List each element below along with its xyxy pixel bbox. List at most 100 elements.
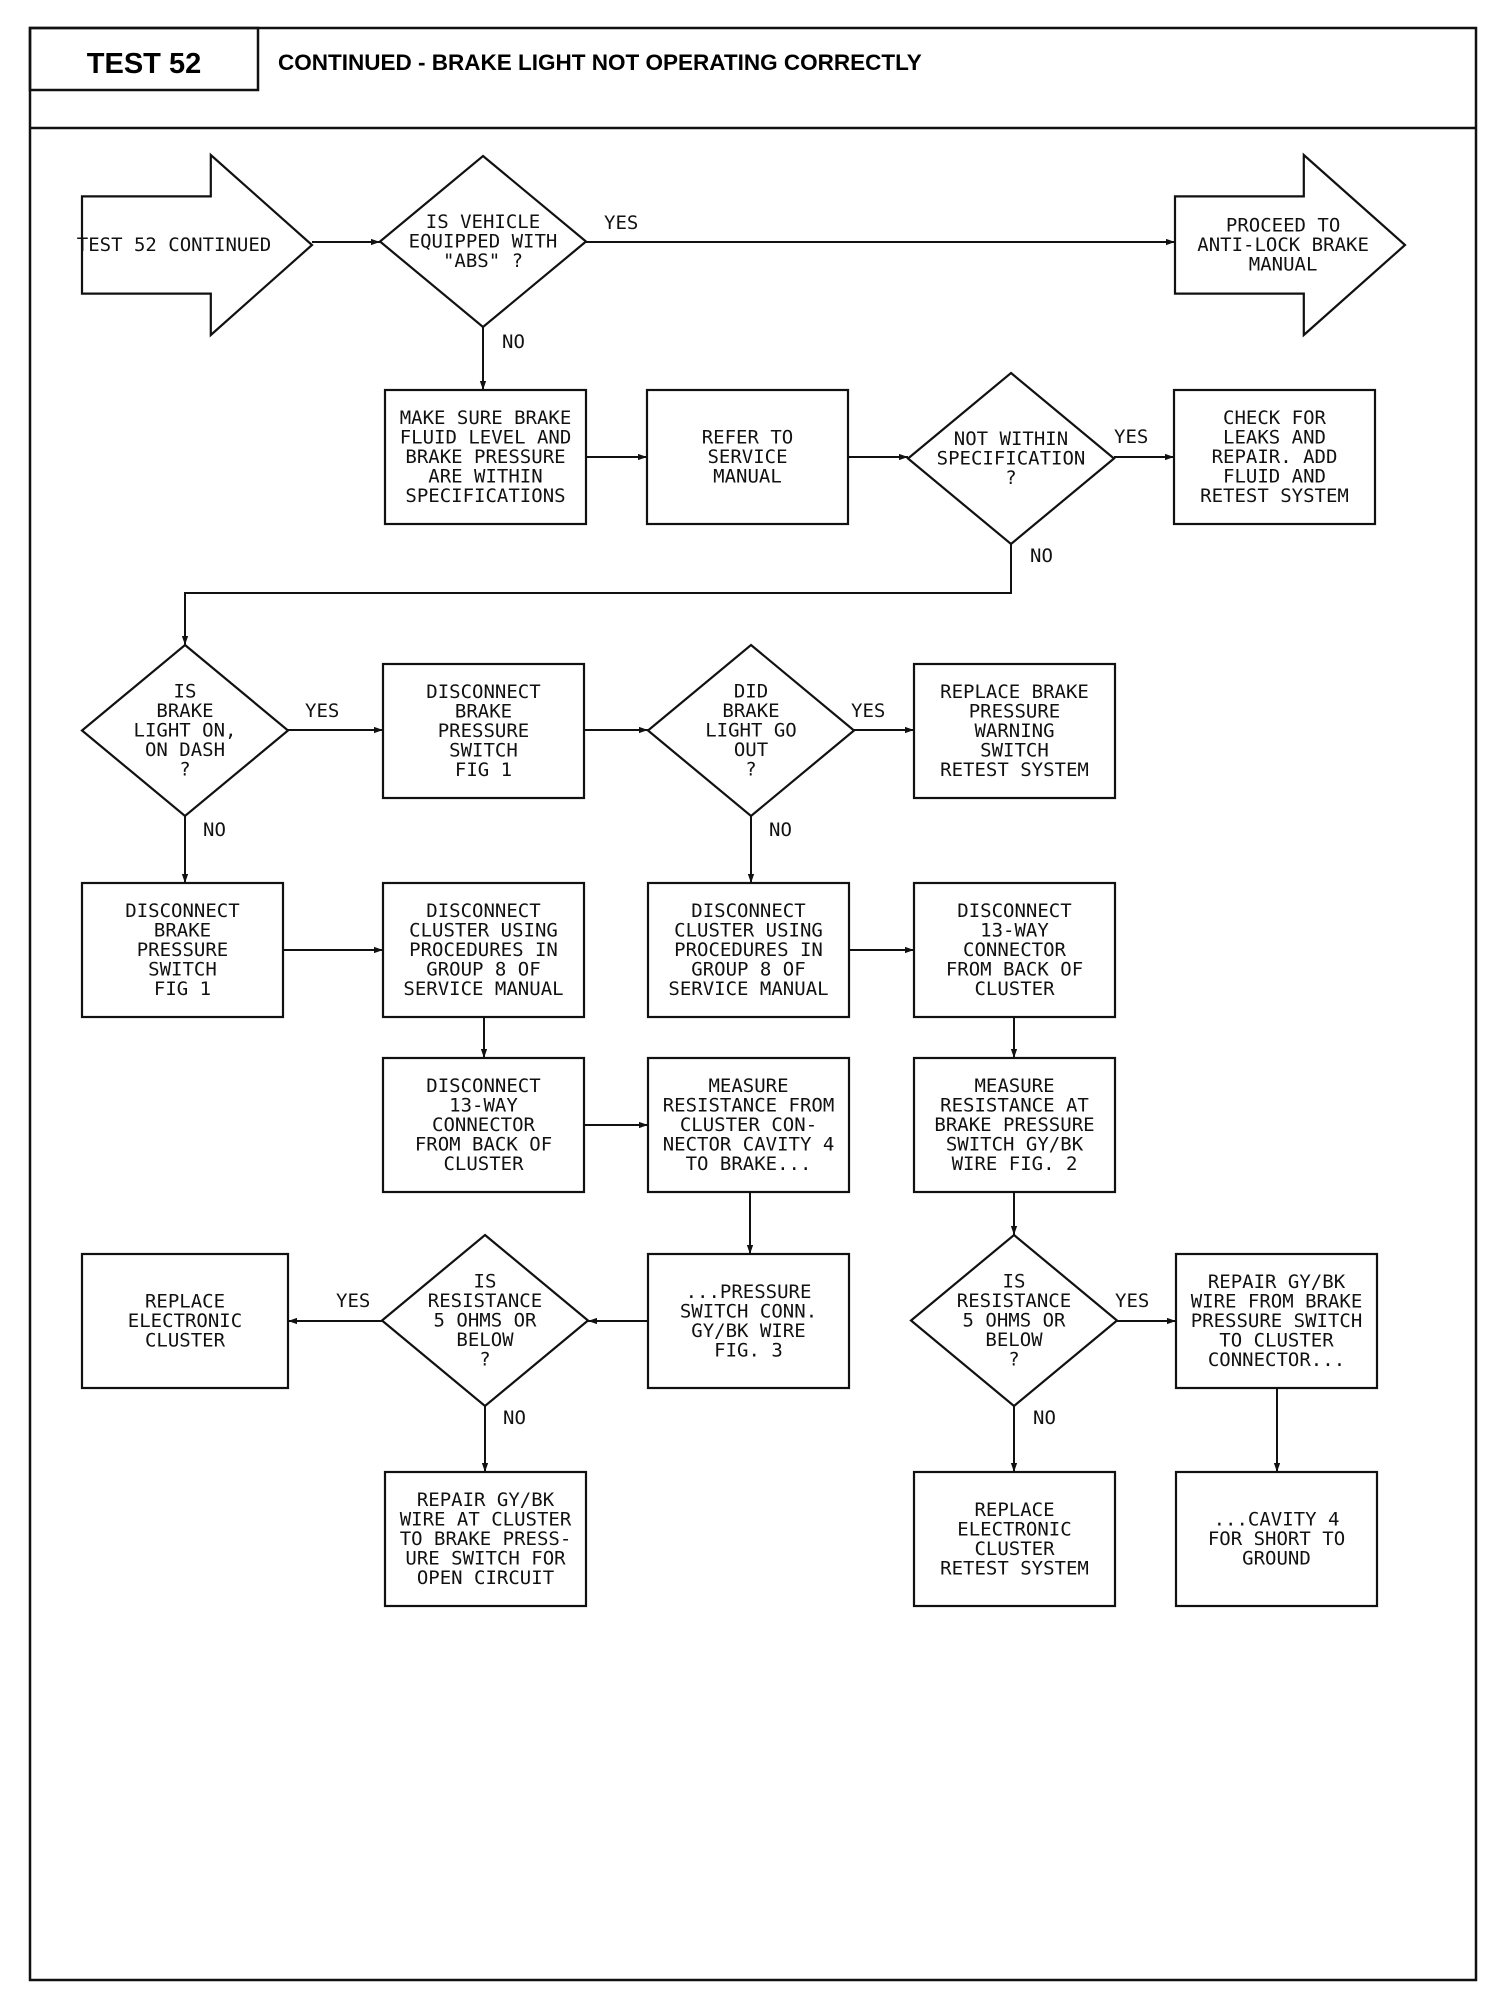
node-text-line: ? <box>1005 467 1016 489</box>
node-text-line: 13-WAY <box>980 920 1049 942</box>
process-box <box>1174 1252 1379 1390</box>
node-text-line: TO BRAKE PRESS- <box>400 1528 572 1550</box>
node-text-line: CONNECTOR <box>432 1114 536 1136</box>
node-text-line: SWITCH <box>449 740 518 762</box>
node-text-line: RETEST SYSTEM <box>940 1557 1089 1579</box>
page-frame <box>28 26 1478 1982</box>
node-text-line: 13-WAY <box>449 1095 518 1117</box>
node-text-line: PRESSURE <box>137 939 229 961</box>
node-text-line: WIRE FIG. 2 <box>952 1153 1078 1175</box>
node-text-line: IS <box>174 681 197 703</box>
process-box <box>1172 388 1377 526</box>
edge-label: NO <box>203 819 226 841</box>
node-text-line: REPLACE <box>145 1291 225 1313</box>
node-text-line: CHECK FOR <box>1223 407 1327 429</box>
node-text-line: DID <box>734 681 768 703</box>
edge-label: NO <box>769 819 792 841</box>
terminal-arrow-shape <box>1173 152 1407 338</box>
process-box <box>912 1470 1117 1608</box>
node-text-line: GROUND <box>1242 1548 1311 1570</box>
node-text-line: PRESSURE SWITCH <box>1191 1310 1363 1332</box>
node-text-line: SERVICE MANUAL <box>668 978 828 1000</box>
node-text-line: BELOW <box>456 1329 514 1351</box>
node-text-line: CLUSTER <box>974 1538 1055 1560</box>
node-text-line: CLUSTER USING <box>409 920 558 942</box>
page-title: CONTINUED - BRAKE LIGHT NOT OPERATING CO… <box>278 50 922 75</box>
node-text-line: MEASURE <box>974 1075 1054 1097</box>
node-text-line: ? <box>479 1349 490 1371</box>
process-box <box>80 881 285 1019</box>
test-label: TEST 52 <box>87 48 201 80</box>
node-text-line: PRESSURE <box>438 720 530 742</box>
node-text-line: ...CAVITY 4 <box>1214 1509 1340 1531</box>
node-text-line: 5 OHMS OR <box>963 1310 1067 1332</box>
decision-diamond <box>909 1233 1119 1408</box>
node-text-line: SWITCH <box>148 959 217 981</box>
node-text-line: BRAKE <box>455 701 512 723</box>
edge-label: NO <box>1033 1407 1056 1429</box>
node-text-line: URE SWITCH FOR <box>405 1548 566 1570</box>
process-box <box>381 1056 586 1194</box>
node-text-line: PROCEED TO <box>1226 215 1340 237</box>
terminal-arrow-shape <box>80 152 314 338</box>
node-text-line: PRESSURE <box>969 701 1061 723</box>
node-text-line: TO CLUSTER <box>1219 1330 1334 1352</box>
node-text-line: IS <box>1003 1271 1026 1293</box>
node-text-line: ? <box>179 759 190 781</box>
process-box <box>80 1252 290 1390</box>
test-label-box <box>28 26 260 92</box>
edge-label: YES <box>305 700 339 722</box>
node-replace-switch: REPLACE BRAKEPRESSUREWARNINGSWITCHRETEST… <box>912 662 1117 800</box>
decision-diamond <box>80 643 290 818</box>
node-text-line: RETEST SYSTEM <box>940 759 1089 781</box>
node-text-line: FIG 1 <box>154 978 211 1000</box>
node-text-line: CLUSTER USING <box>674 920 823 942</box>
edge-label: YES <box>604 212 638 234</box>
node-text-line: LIGHT ON, <box>134 720 237 742</box>
node-text-line: PROCEDURES IN <box>409 939 558 961</box>
node-text-line: SWITCH <box>980 740 1049 762</box>
node-text-line: SPECIFICATIONS <box>405 485 565 507</box>
node-text-line: DISCONNECT <box>691 900 805 922</box>
node-text-line: RESISTANCE AT <box>940 1095 1089 1117</box>
node-text-line: WARNING <box>974 720 1054 742</box>
node-text-line: EQUIPPED WITH <box>409 231 558 253</box>
node-text-line: REPAIR. ADD <box>1212 446 1338 468</box>
node-text-line: MANUAL <box>1249 254 1318 276</box>
process-box <box>383 388 588 526</box>
node-text-line: FOR SHORT TO <box>1208 1528 1345 1550</box>
node-text-line: REPLACE BRAKE <box>940 681 1089 703</box>
node-text-line: FIG. 3 <box>714 1339 783 1361</box>
node-text-line: CLUSTER CON- <box>680 1114 817 1136</box>
node-text-line: ARE WITHIN <box>428 466 542 488</box>
node-text-line: GROUP 8 OF <box>691 959 805 981</box>
node-text-line: ANTI-LOCK BRAKE <box>1197 234 1369 256</box>
process-box <box>912 881 1117 1019</box>
node-text-line: RETEST SYSTEM <box>1200 485 1349 507</box>
node-text-line: "ABS" ? <box>443 250 523 272</box>
node-text-line: RESISTANCE <box>957 1290 1071 1312</box>
node-text-line: IS <box>474 1271 497 1293</box>
node-text-line: MEASURE <box>708 1075 788 1097</box>
node-text-line: DISCONNECT <box>957 900 1071 922</box>
node-text-line: LEAKS AND <box>1223 427 1326 449</box>
node-text-line: RESISTANCE <box>428 1290 542 1312</box>
node-text-line: MANUAL <box>713 466 782 488</box>
